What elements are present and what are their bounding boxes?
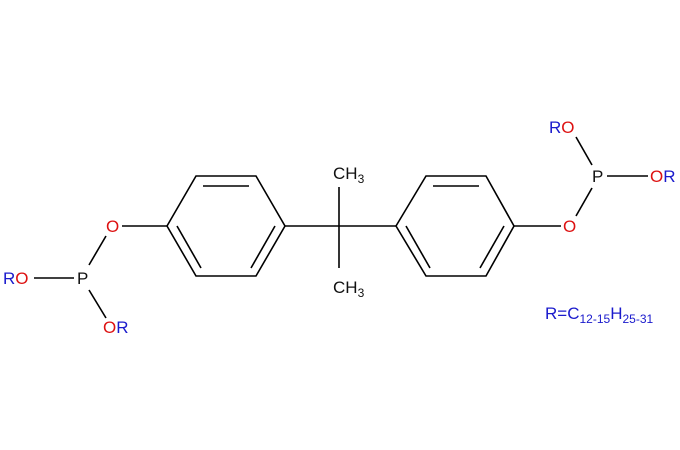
right-or-group: OR bbox=[650, 167, 676, 186]
r-group-definition: R=C12-15H25-31 bbox=[545, 304, 654, 326]
right-phosphorus: P bbox=[592, 167, 604, 186]
methyl-bottom-label: CH3 bbox=[333, 278, 365, 300]
right-ro-group: RO bbox=[549, 118, 575, 137]
right-ether-oxygen: O bbox=[563, 217, 577, 236]
left-ether-oxygen: O bbox=[106, 217, 120, 236]
right-benzene-ring bbox=[395, 175, 515, 277]
left-phosphorus: P bbox=[77, 269, 89, 288]
left-or-group: OR bbox=[103, 318, 129, 337]
left-benzene-ring bbox=[166, 175, 286, 277]
methyl-top-label: CH3 bbox=[333, 164, 365, 186]
left-ro-group: RO bbox=[3, 269, 29, 288]
